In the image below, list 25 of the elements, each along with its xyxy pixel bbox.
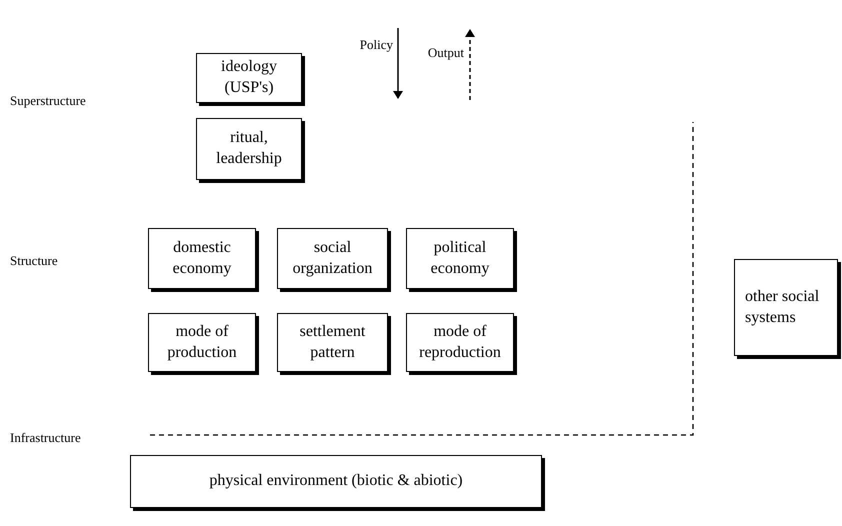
- arrow-label: Output: [426, 45, 464, 61]
- box-text: social organization: [292, 238, 374, 278]
- box-text: ideology (USP's): [220, 57, 278, 98]
- concept-box: [148, 228, 256, 289]
- box-text: domestic economy: [172, 238, 232, 278]
- concept-box: [148, 313, 256, 372]
- concept-box: [277, 313, 388, 372]
- box-text: political economy: [430, 238, 490, 278]
- arrow-label: Policy: [358, 37, 393, 53]
- concept-box: [196, 118, 302, 180]
- box-text: settlement pattern: [298, 322, 366, 362]
- box-text: mode of production: [166, 322, 238, 362]
- concept-box: [734, 259, 838, 356]
- level-label: Superstructure: [10, 93, 87, 109]
- box-text: ritual, leadership: [215, 128, 283, 169]
- concept-box: [277, 228, 388, 289]
- box-text: physical environment (biotic & abiotic): [209, 471, 463, 492]
- concept-box: [406, 228, 514, 289]
- box-text: other social systems: [745, 286, 820, 328]
- concept-box: [196, 53, 302, 103]
- level-label: Infrastructure: [10, 430, 82, 446]
- concept-box: [130, 455, 542, 508]
- concept-box: [406, 313, 514, 372]
- box-text: mode of reproduction: [418, 322, 502, 362]
- level-label: Structure: [10, 253, 59, 269]
